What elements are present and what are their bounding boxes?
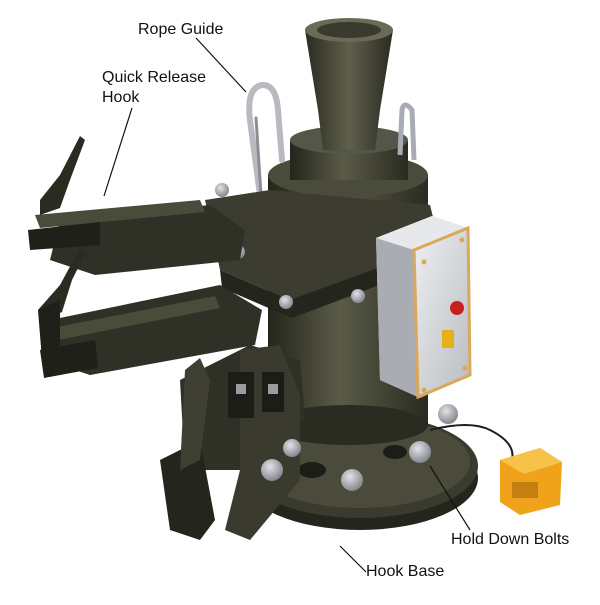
pendant-control — [500, 448, 562, 515]
pendant-cable — [429, 424, 514, 466]
quick-release-hook-lower — [160, 345, 305, 540]
quick-release-hook-label-line2: Hook — [102, 89, 140, 106]
hold-down-bolt — [341, 469, 363, 491]
hook-base-leader — [339, 545, 367, 573]
hold-down-bolt — [409, 441, 431, 463]
hold-down-bolt — [261, 459, 283, 481]
rope-guide-leader — [195, 37, 247, 93]
hold-down-bolts — [261, 404, 458, 491]
quick-release-hook-label-line1: Quick Release — [102, 69, 207, 86]
rear-rope-guide — [397, 102, 417, 161]
yellow-switch — [442, 330, 454, 348]
quick-release-hook-label: Quick Release Hook — [102, 68, 206, 108]
plate-bolt — [351, 289, 365, 303]
hold-down-bolt — [438, 404, 458, 424]
quick-release-hook-middle — [38, 248, 262, 378]
quick-release-hook-upper — [28, 136, 245, 275]
hold-down-bolts-label: Hold Down Bolts — [451, 531, 570, 548]
plate-bolt — [279, 295, 293, 309]
rope-guide-label: Rope Guide — [138, 21, 224, 38]
quick-release-hook-leader — [103, 107, 133, 197]
top-cone — [305, 18, 393, 150]
hook-base-label: Hook Base — [366, 563, 445, 580]
red-stop-button — [450, 301, 464, 315]
hold-down-bolts-leader — [429, 465, 471, 531]
top-plate — [205, 183, 440, 318]
hold-down-bolt — [283, 439, 301, 457]
plate-bolt — [215, 183, 229, 197]
leader-lines — [103, 37, 471, 573]
control-box — [376, 216, 472, 400]
